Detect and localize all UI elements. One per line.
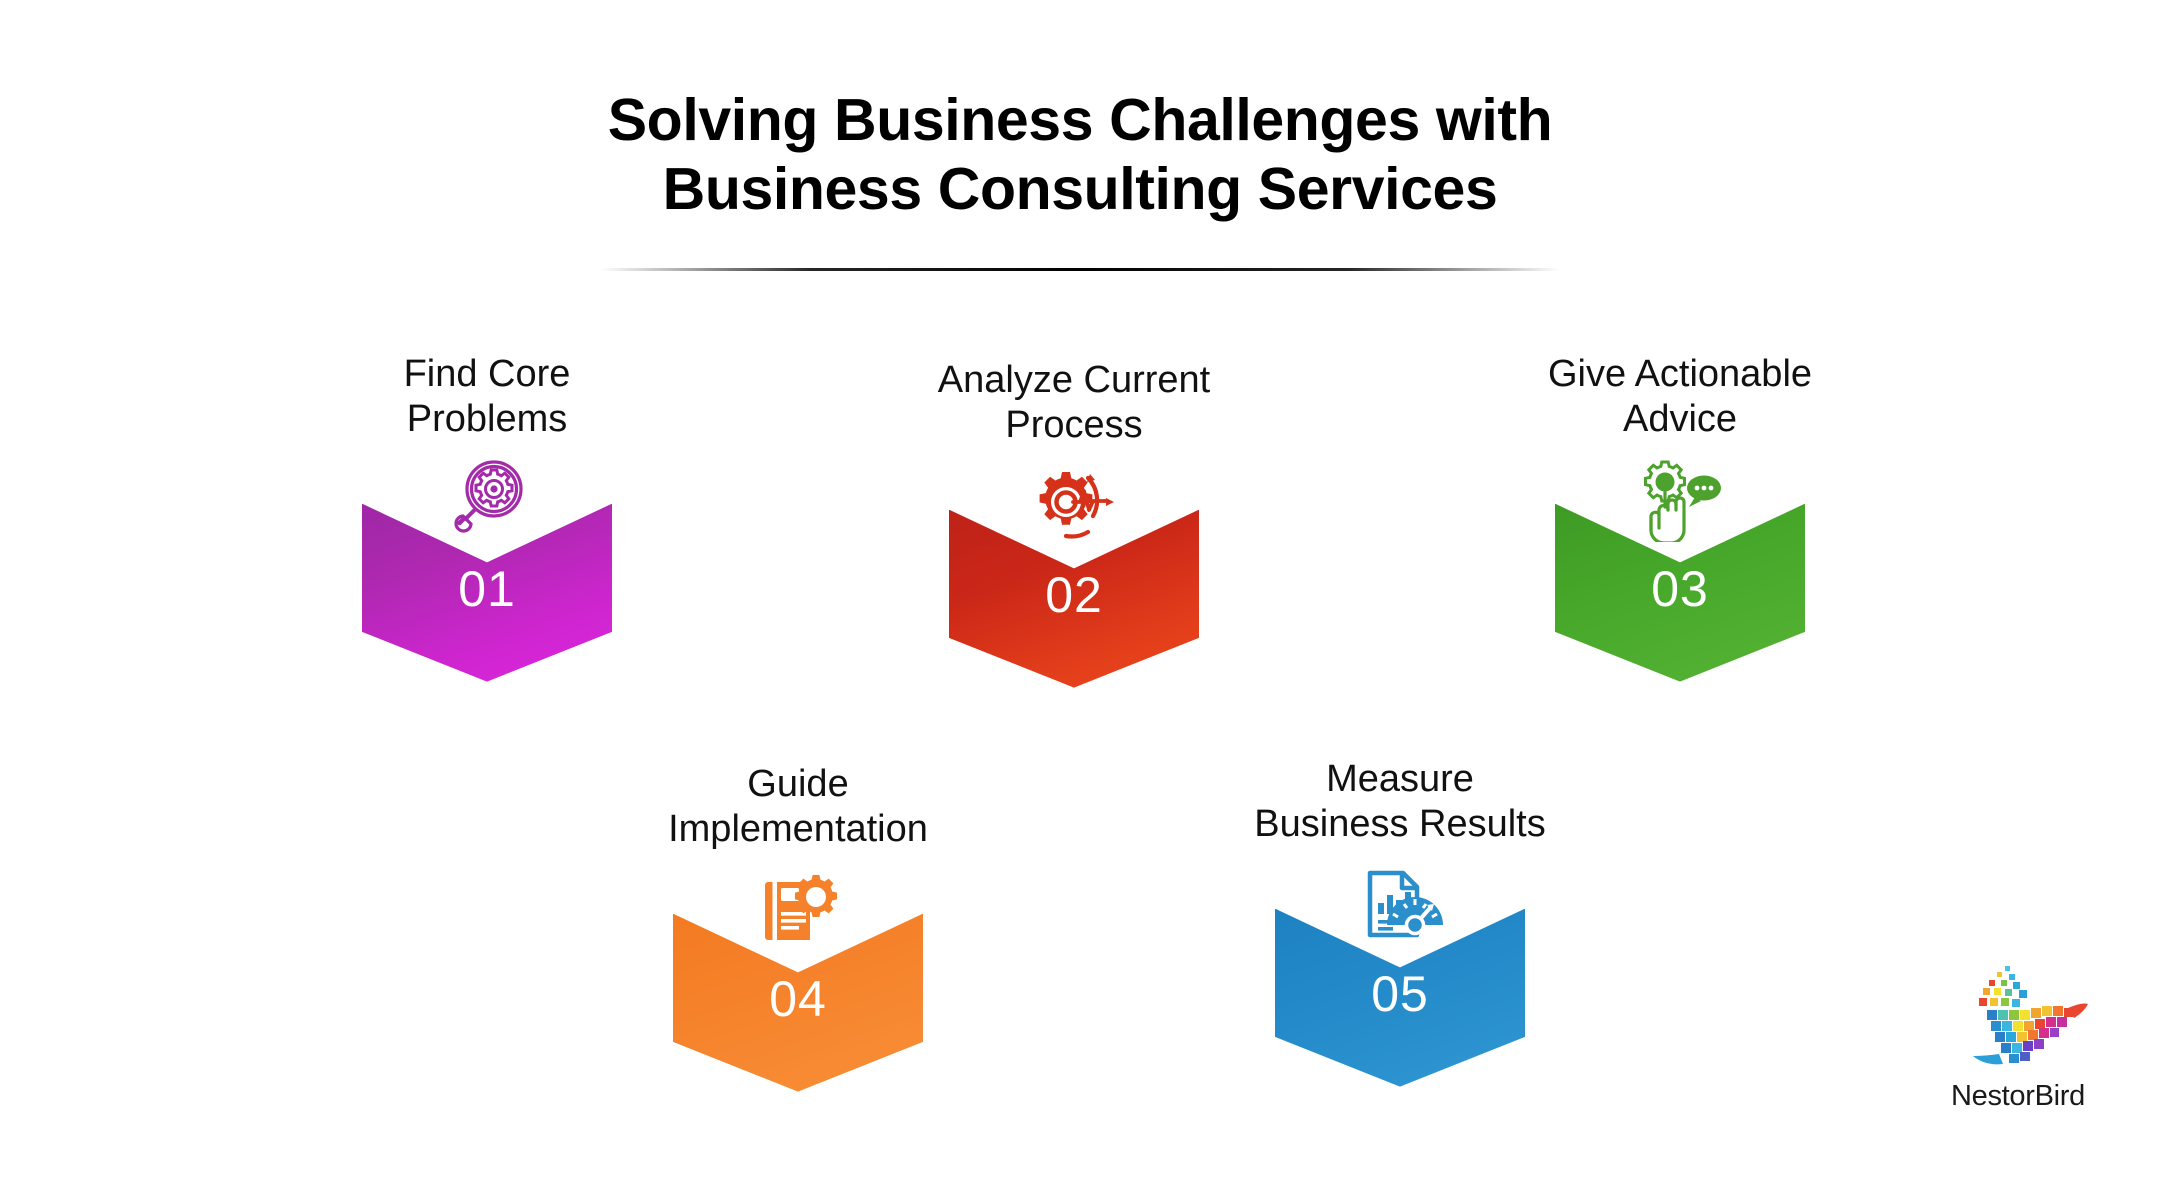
step-visual-03: 03 bbox=[1530, 456, 1830, 686]
step-visual-05: 05 bbox=[1250, 861, 1550, 1091]
title-divider bbox=[600, 268, 1560, 271]
step-label-01: Find Core Problems bbox=[403, 353, 571, 440]
page-title-line-1: Solving Business Challenges with bbox=[607, 87, 1553, 153]
magnifier-gear-icon bbox=[439, 456, 535, 542]
page-title: Solving Business Challenges with Busines… bbox=[0, 86, 2160, 224]
report-gauge-icon bbox=[1352, 861, 1448, 947]
gear-process-analytics-icon bbox=[1026, 462, 1122, 548]
step-visual-02: 02 bbox=[924, 462, 1224, 692]
step-number-02: 02 bbox=[1045, 566, 1103, 623]
step-visual-04: 04 bbox=[648, 866, 948, 1096]
step-number-01: 01 bbox=[458, 560, 516, 617]
step-visual-01: 01 bbox=[337, 456, 637, 686]
step-card-01[interactable]: Find Core Problems 01 bbox=[337, 352, 637, 686]
brand-name: NestorBird bbox=[1951, 1080, 2085, 1112]
step-number-05: 05 bbox=[1371, 965, 1429, 1022]
step-card-04[interactable]: Guide Implementation bbox=[648, 762, 948, 1096]
page-title-line-2: Business Consulting Services bbox=[662, 156, 1498, 223]
step-card-05[interactable]: Measure Business Results bbox=[1250, 757, 1550, 1091]
pixelated-bird-logo bbox=[1973, 966, 2088, 1065]
step-label-03: Give Actionable Advice bbox=[1547, 353, 1813, 440]
step-label-04: Guide Implementation bbox=[668, 763, 928, 850]
step-number-04: 04 bbox=[769, 970, 827, 1027]
step-card-03[interactable]: Give Actionable Advice bbox=[1530, 352, 1830, 686]
hand-gear-speech-bubble-icon bbox=[1632, 456, 1728, 542]
step-card-02[interactable]: Analyze Current Process 02 bbox=[924, 358, 1224, 692]
step-number-03: 03 bbox=[1651, 560, 1709, 617]
step-label-02: Analyze Current Process bbox=[937, 359, 1211, 446]
manual-book-gear-icon bbox=[750, 866, 846, 952]
step-label-05: Measure Business Results bbox=[1254, 758, 1546, 845]
brand-logo: NestorBird bbox=[1918, 958, 2118, 1113]
